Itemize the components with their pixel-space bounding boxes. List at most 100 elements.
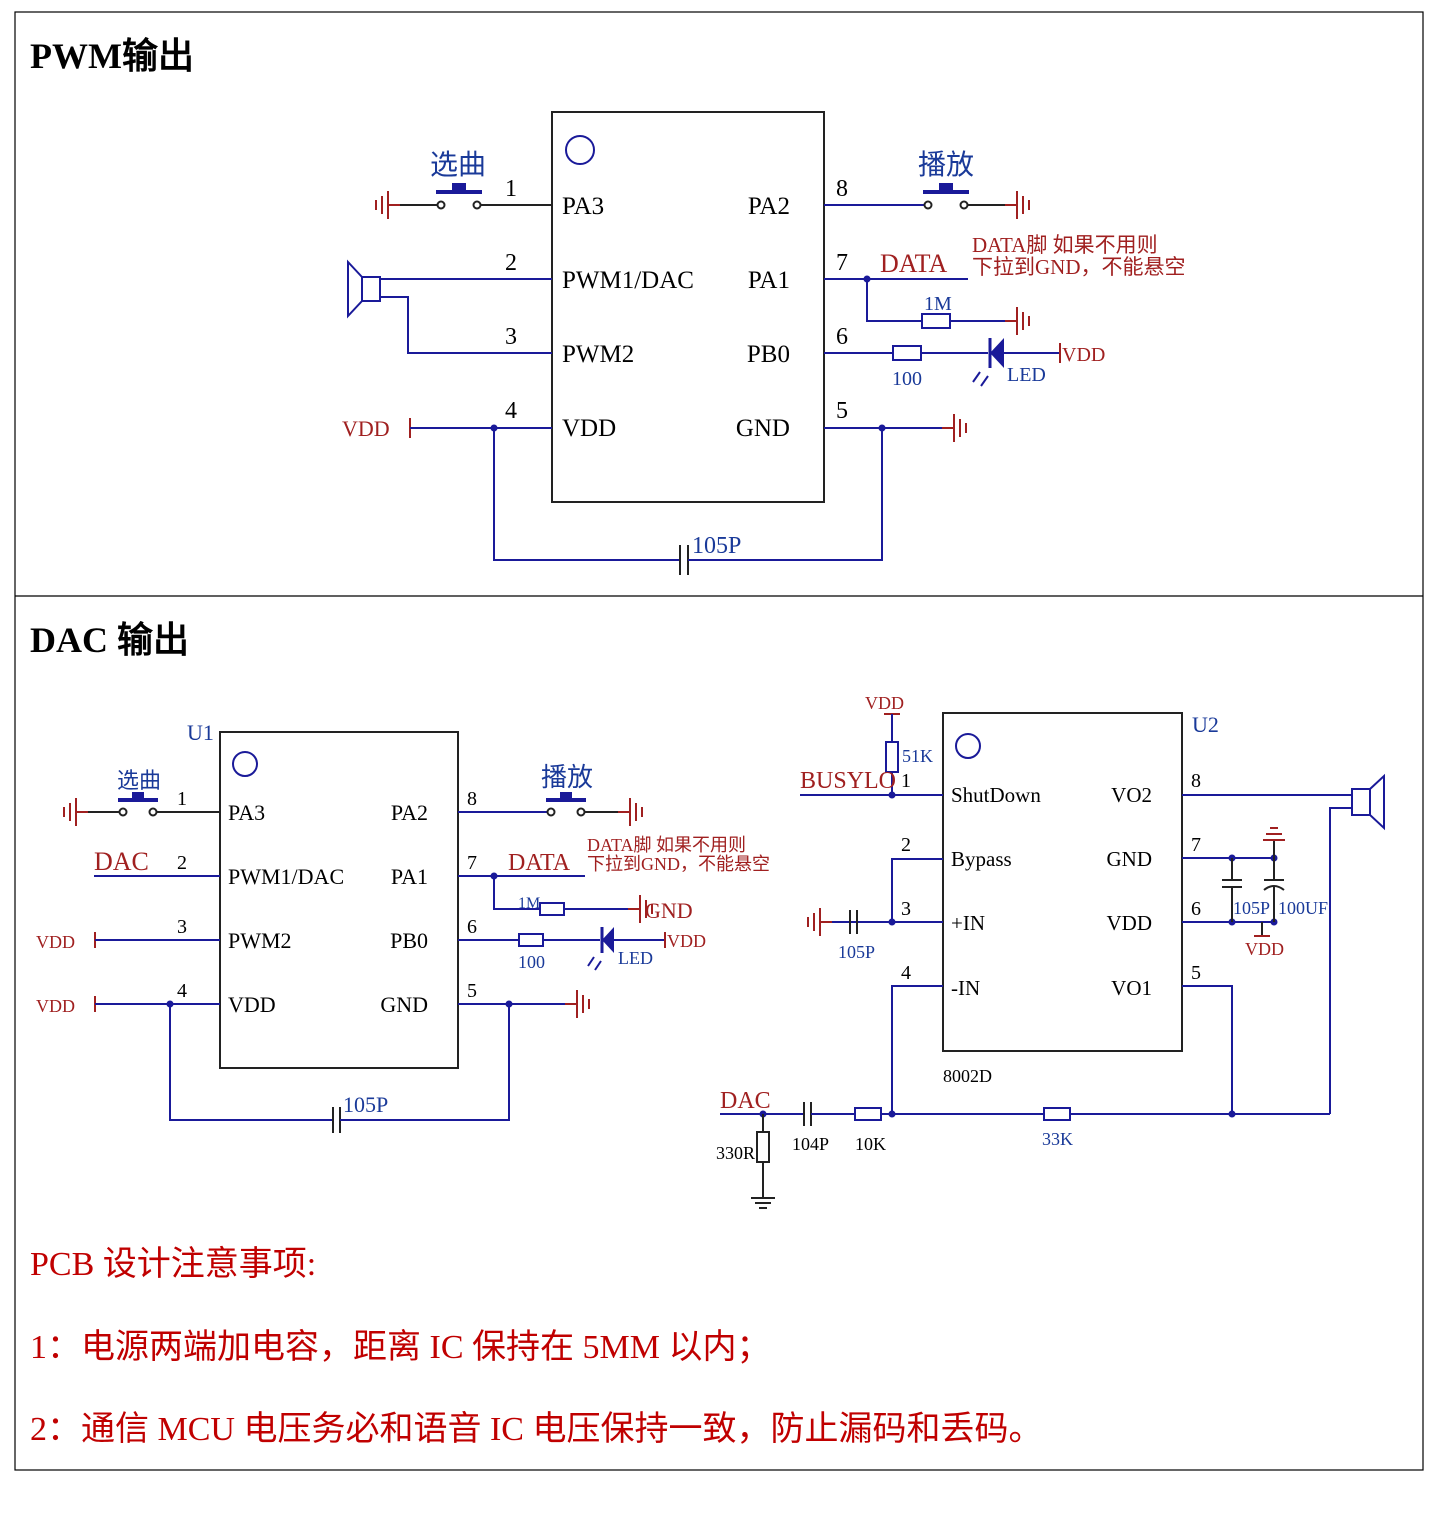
- dac-u1-pin-pwm2: PWM2: [228, 928, 292, 953]
- notes-line-2: 2：通信 MCU 电压务必和语音 IC 电压保持一致，防止漏码和丢码。: [30, 1410, 1042, 1448]
- dac-u1-data-label: DATA: [508, 850, 571, 876]
- dac-select-button-label: 选曲: [117, 768, 161, 793]
- dac-u2-busylo-label: BUSYLO: [800, 768, 896, 794]
- dac-u2-pinnum-1: 1: [901, 770, 911, 792]
- dac-u2-schematic: U2 8002D ShutDown Bypass +IN -IN VO2 GND…: [716, 693, 1385, 1209]
- pwm-play-button-label: 播放: [918, 149, 974, 181]
- dac-u2-pin-minus-in: -IN: [951, 976, 980, 1000]
- dac-select-gnd-icon: [63, 797, 89, 827]
- dac-u2-pin-bypass: Bypass: [951, 847, 1012, 871]
- dac-u1-resistor-1m: [539, 902, 565, 916]
- dac-u1-r1m-label: 1M: [518, 895, 540, 912]
- dac-u1-body: [219, 731, 459, 1069]
- dac-u1-pin-pb0: PB0: [390, 928, 428, 953]
- dac-u2-body: [942, 712, 1183, 1052]
- dac-u2-gnd-top-icon: [1263, 827, 1285, 841]
- dac-u1-label: U1: [187, 720, 214, 745]
- dac-u1-dac-label: DAC: [94, 847, 149, 876]
- dac-u2-pinnum-7: 7: [1191, 834, 1201, 856]
- pwm-r100-label: 100: [892, 368, 922, 390]
- dac-u2-pinnum-2: 2: [901, 834, 911, 856]
- dac-u1-pinnum-3: 3: [177, 916, 187, 938]
- dac-u1-resistor-100: [518, 933, 544, 947]
- dac-u1-pinnum-1: 1: [177, 788, 187, 810]
- pwm-pin-vdd: VDD: [562, 415, 616, 442]
- dac-u1-data-note-1: DATA脚 如果不用则: [587, 835, 746, 855]
- dac-u2-pinnum-5: 5: [1191, 962, 1201, 984]
- pwm-pinnum-6: 6: [836, 324, 848, 350]
- pwm-pinnum-4: 4: [505, 398, 517, 424]
- dac-u2-pin-vdd: VDD: [1107, 911, 1153, 935]
- pwm-led-icon: [972, 338, 1004, 387]
- pwm-pin-pb0: PB0: [747, 341, 790, 368]
- pwm-pinnum-7: 7: [836, 250, 848, 276]
- dac-u1-vdd3-label: VDD: [36, 932, 75, 952]
- dac-u1-pinnum-5: 5: [467, 980, 477, 1002]
- pwm-resistor-1m: [921, 313, 951, 329]
- dac-u1-led-icon: [587, 927, 614, 971]
- pwm-resistor-100: [892, 345, 922, 361]
- notes-line-1: 1：电源两端加电容，距离 IC 保持在 5MM 以内；: [30, 1328, 770, 1366]
- dac-u2-pinnum-6: 6: [1191, 898, 1201, 920]
- pwm-pinnum-2: 2: [505, 250, 517, 276]
- dac-u1-pinnum-4: 4: [177, 980, 187, 1002]
- dac-u2-vdd-top-label: VDD: [865, 693, 904, 713]
- pwm-1m-gnd-icon: [1004, 306, 1030, 336]
- pwm-speaker-icon: [347, 259, 381, 319]
- dac-u1-pin-pa1: PA1: [391, 864, 428, 889]
- dac-u2-pin-vo2: VO2: [1111, 783, 1152, 807]
- dac-u2-pin-shutdown: ShutDown: [951, 783, 1041, 807]
- pwm-section-title: PWM输出: [30, 36, 194, 76]
- dac-u1-vdd4-label: VDD: [36, 996, 75, 1016]
- dac-u2-part-label: 8002D: [943, 1066, 992, 1086]
- pwm-data-note-2: 下拉到GND，不能悬空: [972, 255, 1186, 279]
- pwm-play-gnd-icon: [1004, 190, 1030, 220]
- dac-u1-pin-pwm1: PWM1/DAC: [228, 864, 344, 889]
- dac-u1-pin-vdd: VDD: [228, 992, 276, 1017]
- notes-title: PCB 设计注意事项:: [30, 1245, 316, 1283]
- pwm-pin-pwm1: PWM1/DAC: [562, 267, 694, 294]
- pwm-pinnum-1: 1: [505, 176, 517, 202]
- pwm-schematic: PA3 PWM1/DAC PWM2 VDD PA2 PA1 PB0 GND 1 …: [342, 111, 1186, 575]
- dac-u2-resistor-330r: [756, 1131, 770, 1163]
- pwm-r1m-label: 1M: [924, 293, 952, 315]
- pwm-pin-gnd: GND: [736, 415, 790, 442]
- pwm-vdd-left-label: VDD: [342, 416, 390, 441]
- dac-u1-data-note-2: 下拉到GND，不能悬空: [587, 854, 770, 874]
- pwm-pinnum-3: 3: [505, 324, 517, 350]
- page-frame: [14, 11, 1424, 1471]
- dac-u2-pin-gnd: GND: [1107, 847, 1153, 871]
- dac-u1-pin-pa2: PA2: [391, 800, 428, 825]
- pwm-pin-pa3: PA3: [562, 193, 604, 220]
- dac-u2-330r-gnd-icon: [750, 1187, 776, 1209]
- dac-u1-gnd-label: GND: [645, 898, 693, 923]
- pwm-led-vdd-label: VDD: [1062, 344, 1105, 366]
- dac-u2-cap104p-label: 104P: [792, 1134, 829, 1154]
- dac-u1-r100-label: 100: [518, 952, 545, 972]
- dac-u2-dac-in-label: DAC: [720, 1088, 771, 1114]
- dac-u1-gnd-icon: [564, 989, 590, 1019]
- dac-u2-speaker-icon: [1351, 773, 1385, 831]
- dac-play-button-label: 播放: [541, 763, 593, 792]
- dac-u2-label: U2: [1192, 712, 1219, 737]
- dac-u2-pinnum-4: 4: [901, 962, 911, 984]
- dac-u2-r330-label: 330R: [716, 1143, 755, 1163]
- dac-u1-pinnum-8: 8: [467, 788, 477, 810]
- dac-u1-pinnum-2: 2: [177, 852, 187, 874]
- dac-u2-r33k-label: 33K: [1042, 1129, 1073, 1149]
- pwm-ic-body: [551, 111, 825, 503]
- dac-u1-pinnum-7: 7: [467, 852, 477, 874]
- dac-u1-pin-gnd: GND: [380, 992, 428, 1017]
- pwm-pin-pa1: PA1: [748, 267, 790, 294]
- pwm-cap-label: 105P: [692, 533, 741, 559]
- dac-u1-cap-label: 105P: [343, 1092, 388, 1117]
- dac-u2-cap105p-label: 105P: [838, 942, 875, 962]
- pwm-gnd-icon: [941, 413, 967, 443]
- pwm-pin-pa2: PA2: [748, 193, 790, 220]
- pwm-data-label: DATA: [880, 249, 947, 278]
- pwm-data-note-1: DATA脚 如果不用则: [972, 233, 1158, 257]
- pwm-led-label: LED: [1007, 364, 1046, 386]
- pwm-select-button-label: 选曲: [430, 149, 486, 181]
- dac-u1-schematic: U1 PA3 PWM1/DAC PWM2 VDD PA2 PA1 PB0 GND…: [36, 720, 770, 1133]
